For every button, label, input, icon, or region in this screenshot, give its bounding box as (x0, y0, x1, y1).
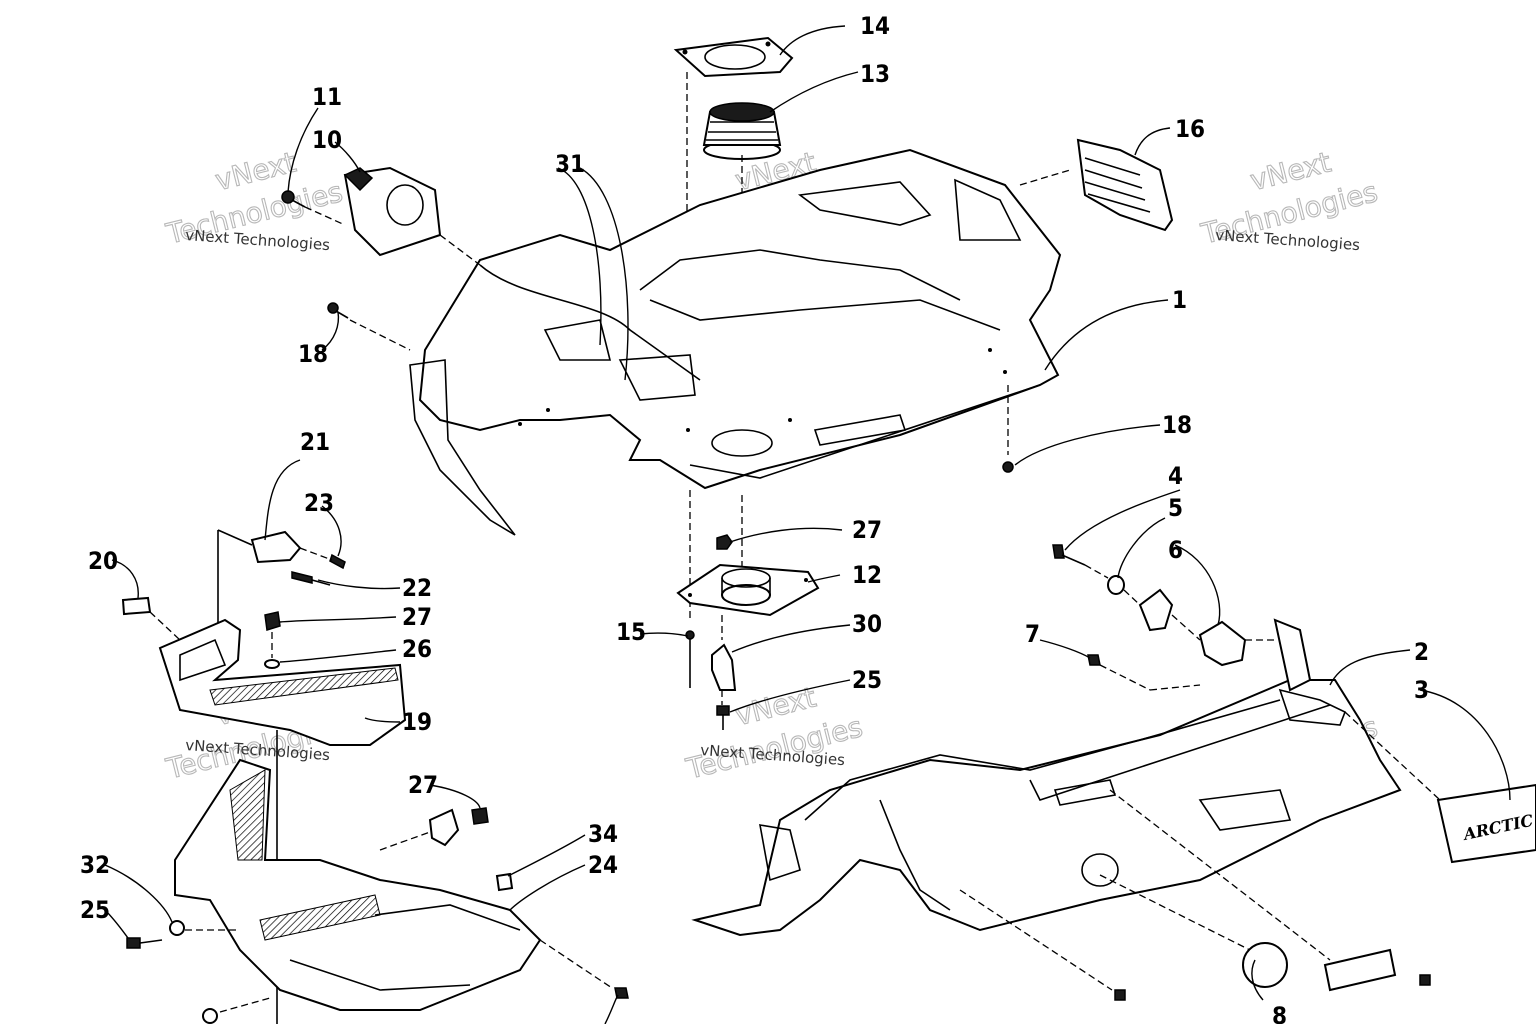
callout-25-left: 25 (80, 896, 110, 924)
callout-31: 31 (555, 150, 585, 178)
callout-2: 2 (1414, 638, 1429, 666)
callout-23: 23 (304, 489, 334, 517)
callout-8: 8 (1272, 1002, 1287, 1024)
callout-16: 16 (1175, 115, 1205, 143)
part-18-screw-left (327, 302, 411, 351)
callout-5: 5 (1168, 494, 1183, 522)
callout-32: 32 (80, 851, 110, 879)
callout-30: 30 (852, 610, 882, 638)
part-10-housing (343, 166, 481, 266)
callout-27-lower: 27 (408, 771, 438, 799)
callout-7: 7 (1025, 620, 1040, 648)
part-13-bellows (702, 102, 782, 160)
callout-25-center: 25 (852, 666, 882, 694)
callout-34: 34 (588, 820, 618, 848)
callout-1: 1 (1172, 286, 1187, 314)
callout-26: 26 (402, 635, 432, 663)
callout-labels: 14 13 16 1 11 10 31 18 18 4 5 6 7 2 3 8 … (80, 12, 1429, 1024)
callout-18-left: 18 (298, 340, 328, 368)
part-18-screw-right (1002, 385, 1014, 473)
watermark: vNext Technologies (682, 680, 867, 786)
callout-22: 22 (402, 574, 432, 602)
part-8-lens (959, 789, 1431, 1001)
part-3-brand-plate: ARCTIC CAT (1344, 711, 1536, 864)
callout-12: 12 (852, 561, 882, 589)
callout-4: 4 (1168, 462, 1183, 490)
part-1-belly-pan (409, 148, 1062, 536)
part-14-gasket (673, 36, 794, 78)
watermark-text: vNext Technologies (185, 226, 331, 254)
callout-24: 24 (588, 851, 618, 879)
right-nose-pan (691, 618, 1402, 937)
callout-10: 10 (312, 126, 342, 154)
watermark-text: vNext Technologies (1215, 226, 1361, 254)
callout-3: 3 (1414, 676, 1429, 704)
callout-11: 11 (312, 83, 342, 111)
small-hardware-right (1052, 544, 1275, 691)
callout-27-left: 27 (402, 603, 432, 631)
leader-lines (104, 25, 1511, 1024)
callout-21: 21 (300, 428, 330, 456)
left-bumper-assembly (121, 529, 407, 746)
callout-13: 13 (860, 60, 890, 88)
left-lower-pan (126, 730, 629, 1024)
callout-18-right: 18 (1162, 411, 1192, 439)
callout-27-center: 27 (852, 516, 882, 544)
callout-14: 14 (860, 12, 890, 40)
part-16-vent (1019, 138, 1174, 232)
callout-6: 6 (1168, 536, 1183, 564)
callout-20: 20 (88, 547, 118, 575)
center-hardware (676, 490, 820, 730)
callout-15: 15 (616, 618, 646, 646)
callout-19: 19 (402, 708, 432, 736)
